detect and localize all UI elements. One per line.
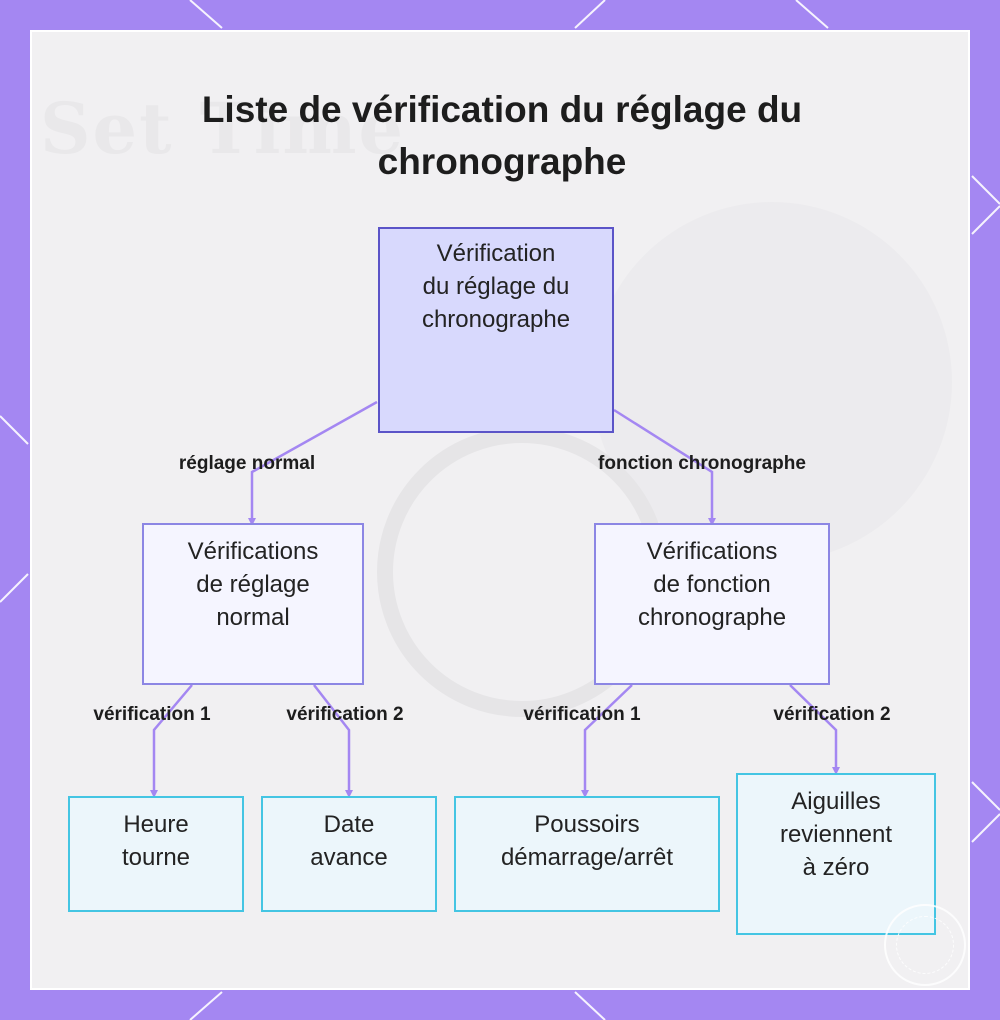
- node-heure-tourne: Heure tourne: [68, 796, 244, 912]
- edge-normal-date: [313, 684, 353, 798]
- edge-chrono-aiguilles: [789, 684, 840, 775]
- edge-label-normal-verification-2: vérification 2: [286, 704, 404, 725]
- edge-label-chrono-verification-1: vérification 1: [523, 704, 641, 725]
- diagram-title: Liste de vérification du réglage du chro…: [201, 89, 803, 182]
- node-normal-checks: Vérifications de réglage normal: [142, 523, 364, 685]
- background-watch-shadow: [592, 202, 952, 562]
- node-date-avance: Date avance: [261, 796, 437, 912]
- seal-watermark-icon: [884, 904, 966, 986]
- edge-label-reglage-normal: réglage normal: [178, 453, 316, 474]
- node-aiguilles: Aiguilles reviennent à zéro: [736, 773, 936, 935]
- edge-normal-heure: [150, 684, 193, 798]
- connector-lines: [150, 400, 840, 798]
- node-poussoirs: Poussoirs démarrage/arrêt: [454, 796, 720, 912]
- node-root: Vérification du réglage du chronographe: [378, 227, 614, 433]
- edge-chrono-poussoirs: [581, 684, 633, 798]
- background-text: Set Time: [40, 87, 406, 170]
- edge-label-normal-verification-1: vérification 1: [93, 704, 211, 725]
- edge-label-fonction-chronographe: fonction chronographe: [598, 453, 806, 474]
- node-chrono-checks: Vérifications de fonction chronographe: [594, 523, 830, 685]
- edge-root-normal: [248, 400, 378, 526]
- edge-root-chrono: [613, 408, 716, 526]
- diagram-card: Set Time Liste de vérification du réglag…: [30, 30, 970, 990]
- edge-label-chrono-verification-2: vérification 2: [773, 704, 891, 725]
